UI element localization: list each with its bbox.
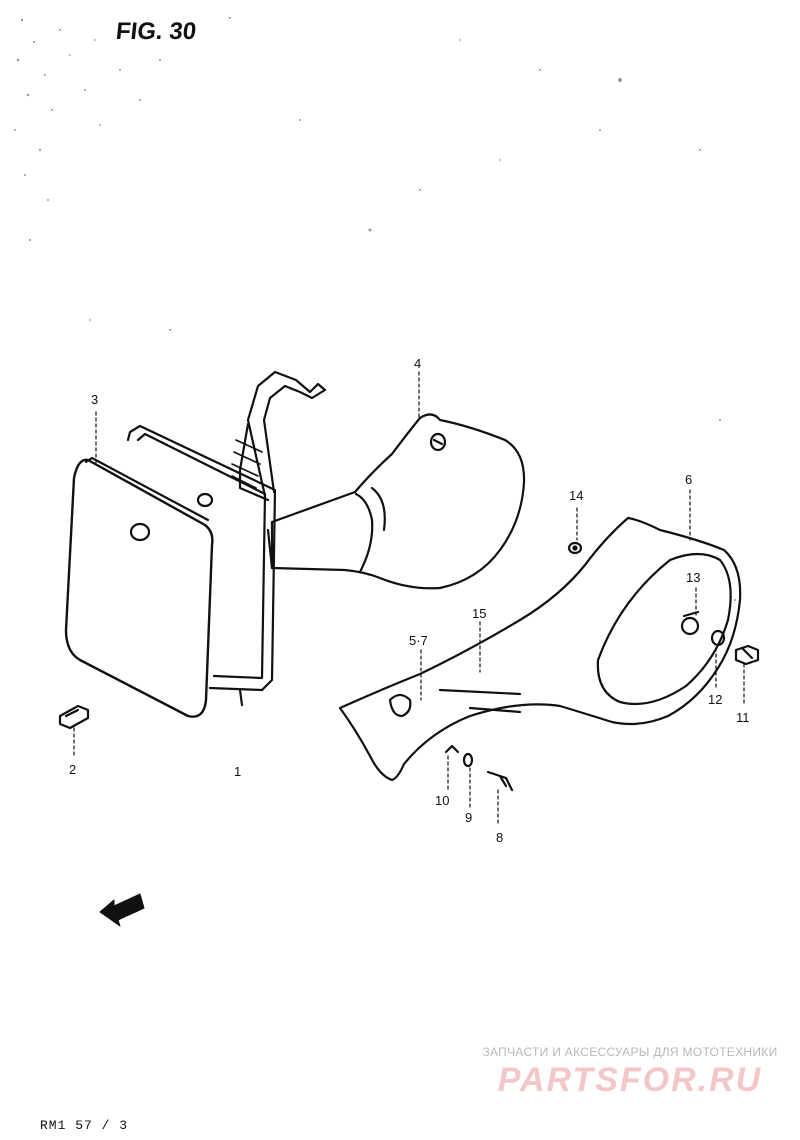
callout-10: 10 — [435, 793, 449, 808]
callout-2: 2 — [69, 762, 76, 777]
part-12-washer — [710, 629, 726, 647]
footer-code: RM1 57 / 3 — [40, 1118, 129, 1133]
callout-numbers: 1 2 3 4 5·7 6 8 9 10 11 12 13 14 15 — [69, 356, 750, 845]
callout-15: 15 — [472, 606, 486, 621]
part-3-number-plate — [64, 456, 214, 718]
callout-13: 13 — [686, 570, 700, 585]
part-9-grommet — [462, 752, 474, 768]
watermark-brand: PARTSFOR.RU — [497, 1061, 763, 1099]
callout-3: 3 — [91, 392, 98, 407]
callout-12: 12 — [708, 692, 722, 707]
part-14-washer — [567, 541, 583, 555]
callout-4: 4 — [414, 356, 421, 371]
part-1-number-plate-bracket — [126, 370, 327, 707]
leader-lines — [73, 371, 745, 827]
callout-8: 8 — [496, 830, 503, 845]
part-11-bolt — [734, 644, 760, 666]
part-2-screw — [58, 704, 90, 730]
callout-6: 6 — [685, 472, 692, 487]
callout-14: 14 — [569, 488, 583, 503]
callout-1: 1 — [234, 764, 241, 779]
callout-9: 9 — [465, 810, 472, 825]
scan-noise — [14, 17, 736, 601]
forward-arrow-icon: FWD — [99, 893, 145, 927]
part-6-side-cover-right — [338, 516, 742, 782]
callout-11: 11 — [736, 710, 750, 725]
callout-5-7: 5·7 — [409, 633, 428, 648]
watermark-tagline: ЗАПЧАСТИ И АКСЕССУАРЫ ДЛЯ МОТОТЕХНИКИ — [482, 1045, 778, 1059]
part-8-screw — [486, 770, 514, 792]
part-4-side-cover-left — [266, 413, 526, 590]
watermark: ЗАПЧАСТИ И АКСЕССУАРЫ ДЛЯ МОТОТЕХНИКИ PA… — [470, 1045, 790, 1100]
part-10-clip — [444, 744, 460, 754]
